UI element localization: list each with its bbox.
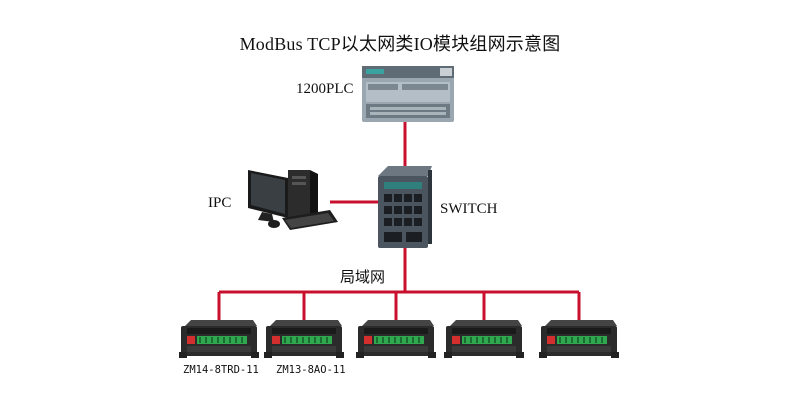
io-module-icon: [539, 320, 619, 358]
diagram-title: ModBus TCP以太网类IO模块组网示意图: [239, 34, 561, 54]
desktop-computer-icon: [248, 170, 338, 230]
ipc-label: IPC: [208, 195, 232, 211]
plc-icon: [362, 66, 454, 122]
io-module-icon: [356, 320, 436, 358]
device-label-2: ZM13-8AO-11: [276, 364, 346, 376]
io-devices: [179, 320, 619, 358]
io-module-icon: [179, 320, 259, 358]
device-label-1: ZM14-8TRD-11: [183, 364, 259, 376]
network-switch-icon: [378, 166, 432, 248]
io-module-icon: [264, 320, 344, 358]
switch-label: SWITCH: [440, 201, 498, 217]
io-module-icon: [444, 320, 524, 358]
links: [217, 120, 581, 322]
plc-label: 1200PLC: [296, 81, 354, 97]
lan-label: 局域网: [340, 270, 386, 286]
